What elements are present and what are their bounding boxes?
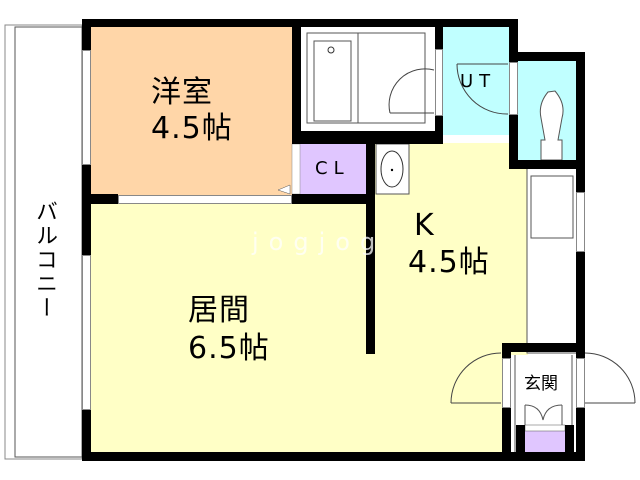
wall-step-right — [565, 425, 574, 455]
living-room-name: 居間 — [188, 293, 250, 328]
wall-entrance-top — [502, 343, 585, 352]
wall-bottom — [82, 452, 585, 461]
wall-bath-left — [292, 19, 301, 144]
wall-bath-bottom — [292, 131, 443, 144]
wall-right — [576, 52, 585, 452]
closet-label: CL — [315, 158, 350, 179]
kitchen-size: 4.5帖 — [408, 245, 490, 280]
wall-entrance-right-bottom — [576, 408, 585, 458]
balcony-label: バルコニー — [32, 200, 57, 320]
western-room-floor — [91, 27, 292, 195]
entrance-label: 玄関 — [524, 374, 558, 394]
wall-bath-right-top — [435, 19, 443, 49]
kitchen-name: K — [414, 208, 435, 243]
balcony-inner — [14, 26, 83, 458]
wall-top-bath — [292, 19, 518, 27]
door-bath — [435, 49, 443, 116]
door-entrance-left — [502, 358, 511, 408]
utility-label: UT — [460, 71, 497, 92]
western-room-size: 4.5帖 — [151, 111, 233, 146]
utility-floor — [443, 27, 509, 142]
living-room-size: 6.5帖 — [188, 331, 270, 366]
wall-west-living-b — [292, 194, 374, 204]
wall-living-kitchen — [366, 144, 375, 354]
window-kitchen — [576, 192, 585, 252]
wall-west-living-a — [82, 194, 118, 204]
living-room-floor — [91, 204, 374, 453]
closet-floor — [300, 144, 366, 194]
wall-top-west — [82, 19, 300, 27]
wall-entrance-left-bottom — [502, 408, 511, 458]
window-western — [82, 50, 91, 165]
western-room-name: 洋室 — [151, 75, 213, 110]
wall-toilet-top — [509, 52, 585, 61]
wall-left — [82, 19, 91, 461]
wall-ut-right — [509, 19, 518, 61]
window-living — [82, 255, 91, 410]
door-entrance-right — [576, 358, 585, 408]
door-toilet — [509, 62, 518, 115]
wall-toilet-bottom — [509, 160, 585, 169]
wall-step-left — [516, 425, 525, 455]
door-opening-western — [118, 195, 292, 204]
wall-entrance-left-top — [502, 343, 511, 358]
toilet-fixture — [539, 90, 564, 161]
watermark: jogjog — [252, 228, 386, 256]
sink-outline — [530, 175, 574, 239]
bathtub — [313, 40, 352, 122]
wall-bath-right-bottom — [435, 116, 443, 144]
entrance-step — [525, 430, 565, 455]
